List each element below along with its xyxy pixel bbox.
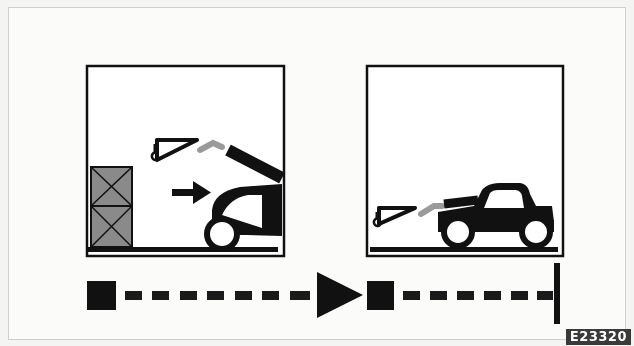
waypoint-square-icon: [367, 281, 394, 310]
end-bar-icon: [554, 263, 560, 324]
dashed-line: [403, 291, 553, 300]
dashed-line: [125, 291, 310, 300]
arrow-right-icon: [317, 272, 363, 318]
crate-stack-icon: [91, 167, 132, 247]
travel-path: [87, 263, 560, 324]
start-square-icon: [87, 281, 116, 310]
travel-panel: [367, 66, 563, 256]
figure-id-label: E23320: [566, 329, 631, 345]
loading-panel: [87, 66, 284, 256]
